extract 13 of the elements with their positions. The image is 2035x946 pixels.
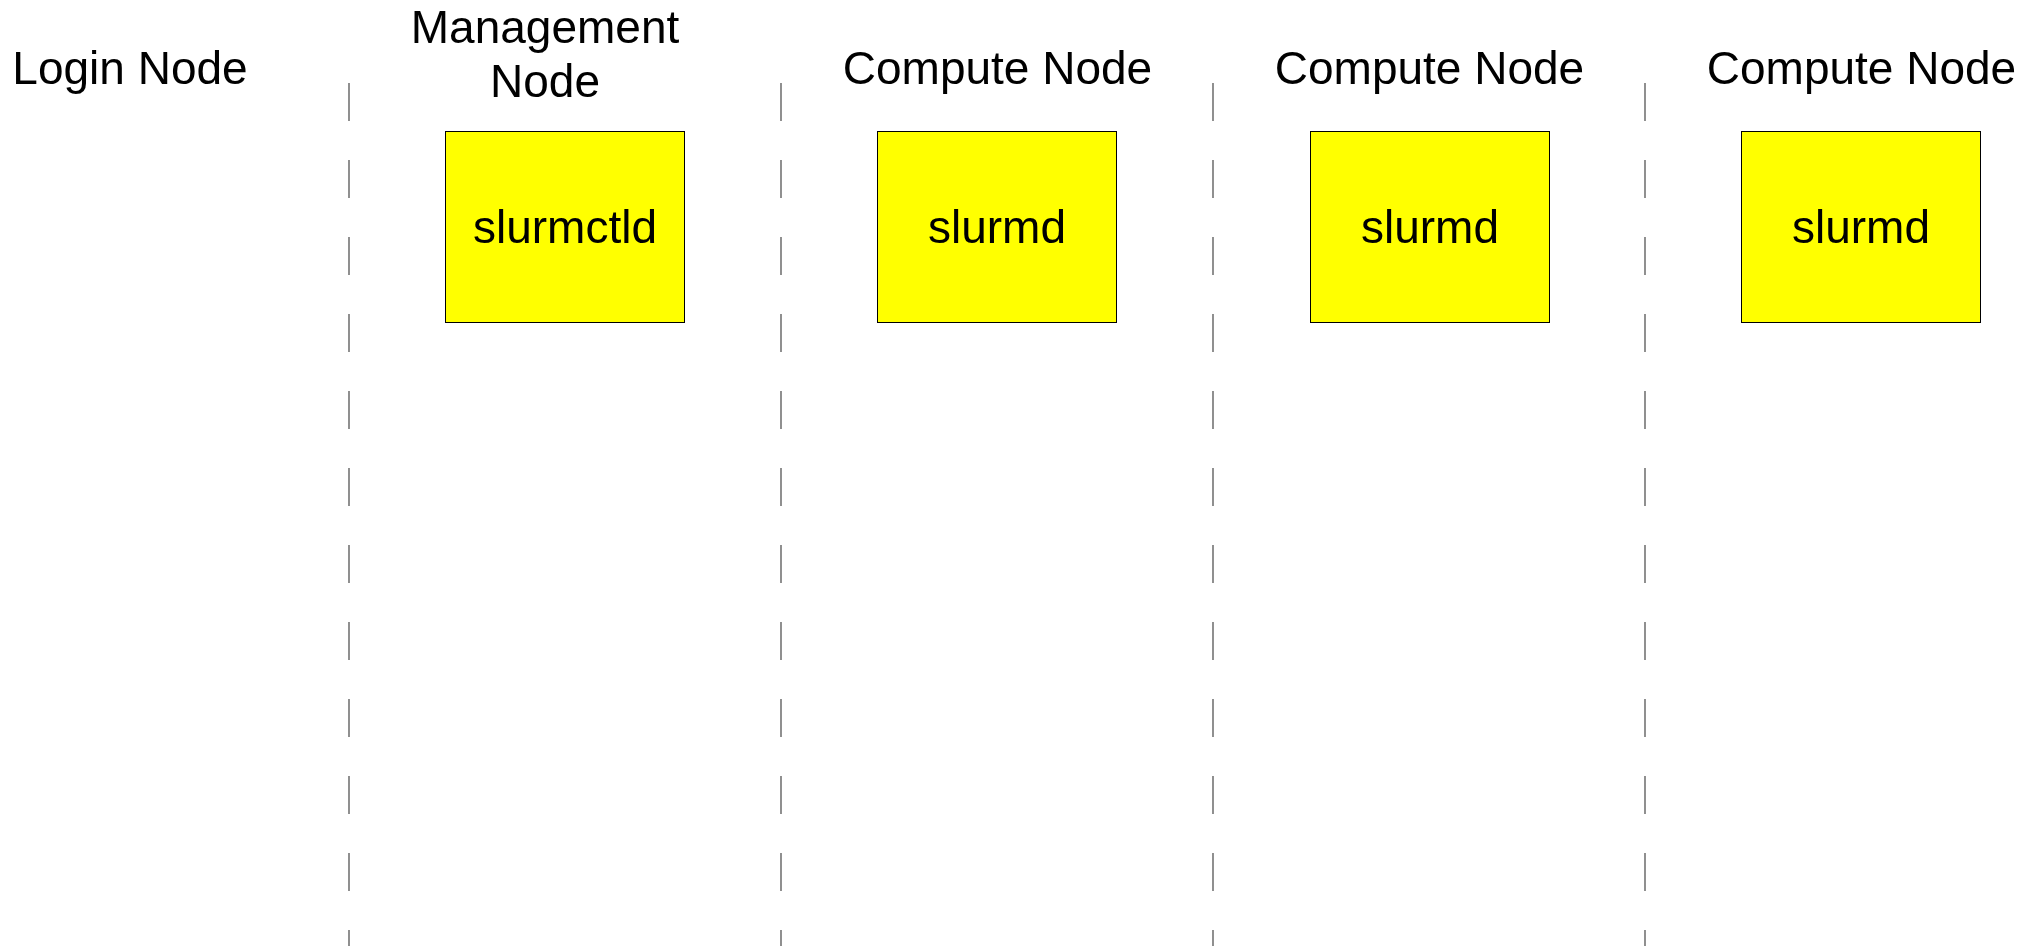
- column-heading: Management Node: [409, 0, 681, 108]
- column-heading: Compute Node: [841, 41, 1154, 95]
- process-box: [1741, 131, 1981, 323]
- column-heading: Compute Node: [1705, 41, 2018, 95]
- process-name: slurmd: [1792, 200, 1930, 254]
- process-name: slurmd: [928, 200, 1066, 254]
- process-box: [877, 131, 1117, 323]
- process-box: [1310, 131, 1550, 323]
- column-heading: Compute Node: [1273, 41, 1586, 95]
- process-box: [445, 131, 685, 323]
- process-name: slurmd: [1361, 200, 1499, 254]
- column-heading: Login Node: [11, 41, 249, 95]
- process-name: slurmctld: [473, 200, 657, 254]
